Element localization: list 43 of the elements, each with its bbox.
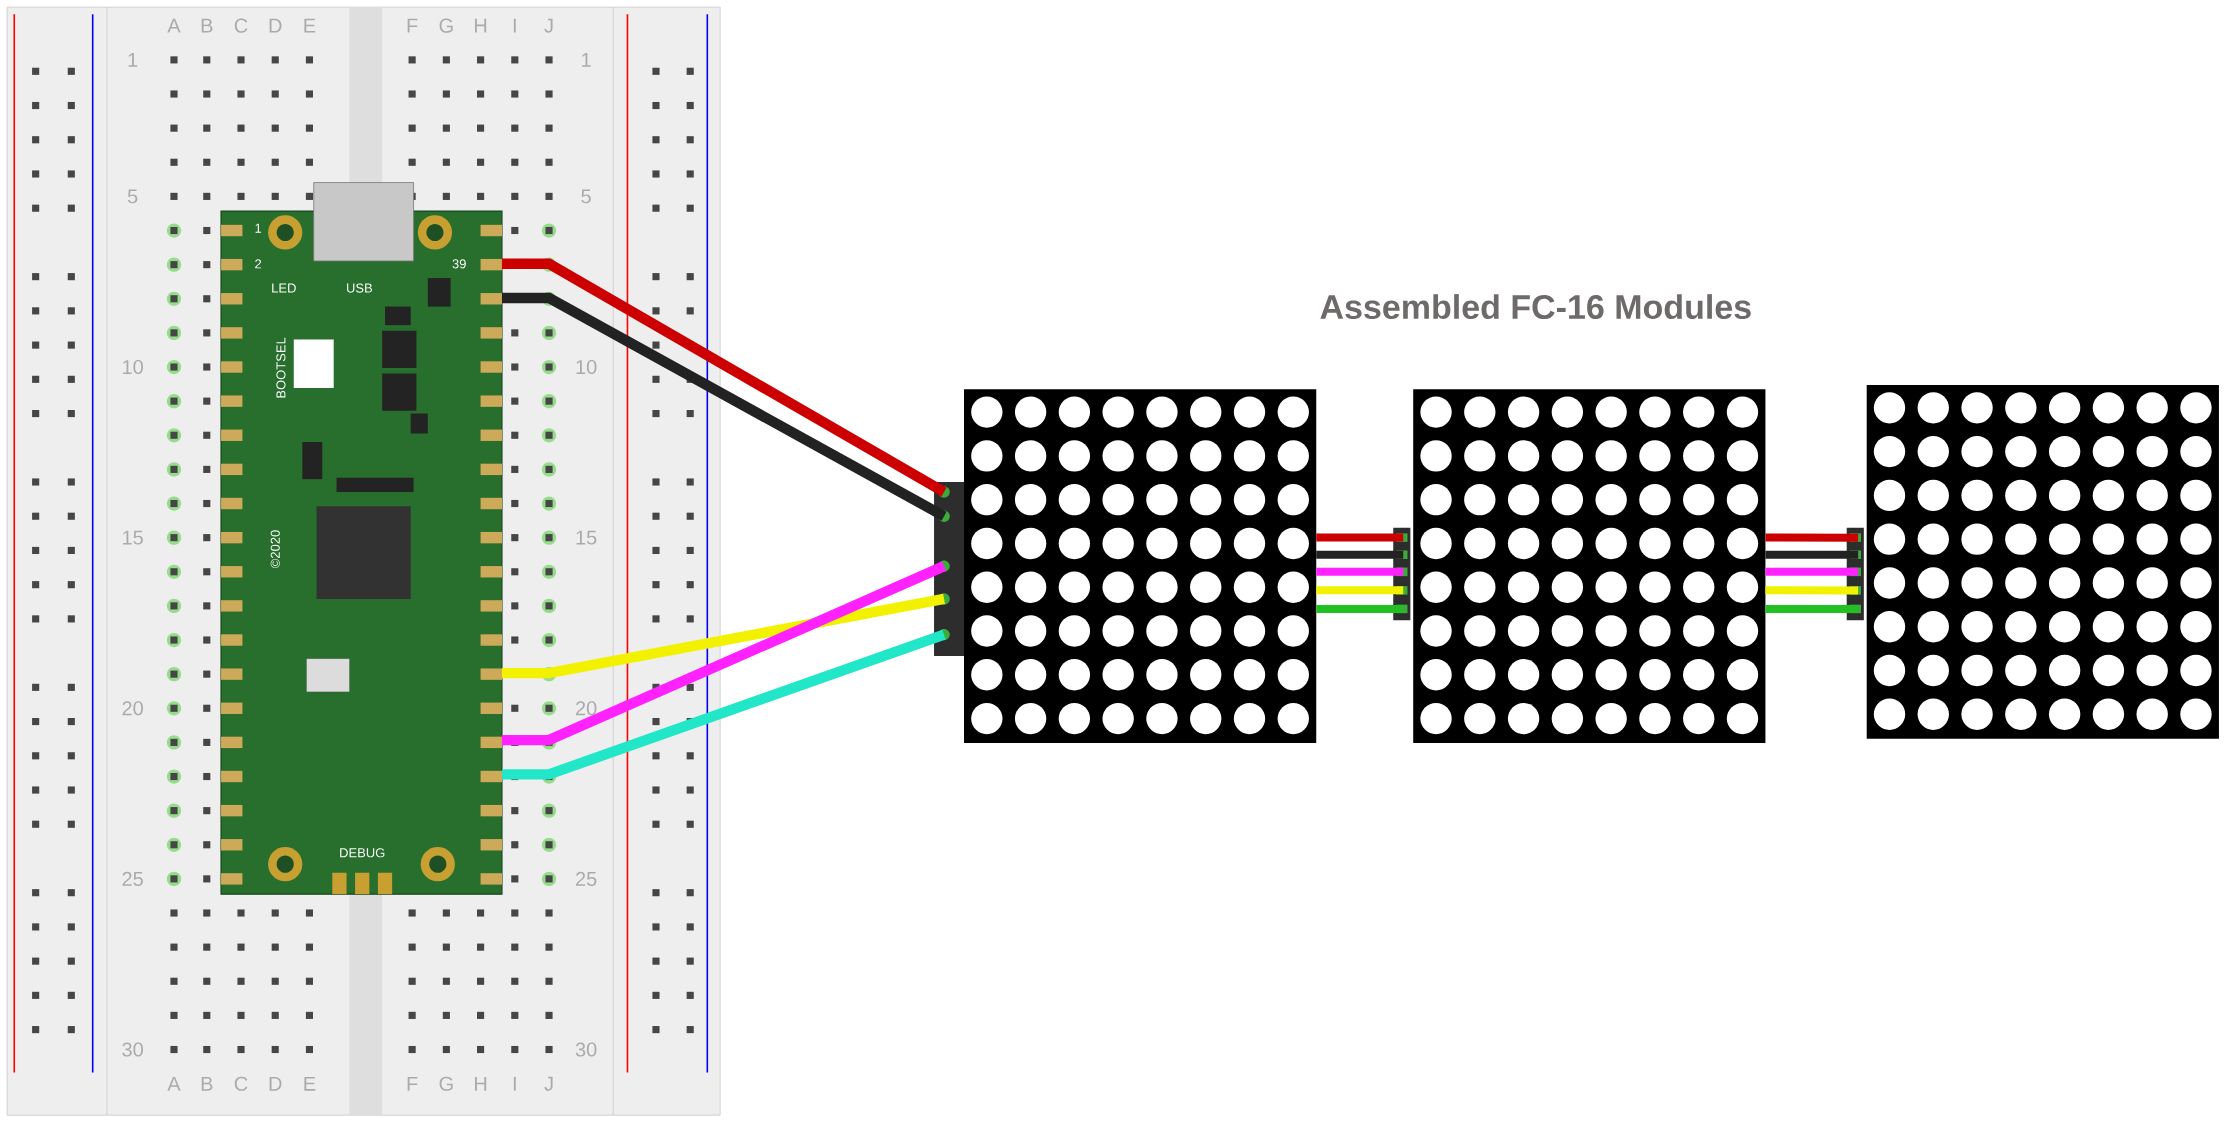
led-matrix-drawing (1846, 384, 2219, 739)
row-number: 30 (122, 1042, 143, 1057)
column-letter: J (544, 1076, 553, 1091)
column-letter: C (234, 18, 248, 33)
led-matrix-drawing (934, 389, 1317, 743)
wire (501, 629, 946, 780)
wire (501, 258, 947, 497)
row-number: 1 (128, 52, 138, 67)
led-matrix-drawing (1393, 389, 1766, 743)
row-number: 10 (576, 359, 597, 375)
row-number: 1 (582, 52, 591, 67)
column-letter: I (513, 1076, 516, 1091)
column-letter: J (544, 18, 553, 33)
row-number: 25 (122, 871, 143, 886)
row-number: 15 (576, 530, 597, 545)
column-letter: C (234, 1076, 248, 1091)
column-letter: B (201, 18, 213, 33)
column-letter: D (269, 18, 282, 33)
wire (501, 292, 947, 521)
column-letter: I (513, 18, 516, 33)
row-number: 30 (575, 1042, 597, 1057)
column-letter: F (407, 1076, 418, 1091)
row-number: 10 (123, 359, 143, 375)
column-letter: A (167, 18, 181, 33)
column-letter: B (201, 1076, 213, 1091)
column-letter: G (439, 18, 453, 33)
row-number: 25 (576, 871, 597, 886)
column-letter: D (269, 1076, 282, 1091)
column-letter: E (304, 18, 316, 33)
title: Assembled FC-16 Modules (1320, 294, 1751, 320)
column-letter: H (475, 18, 487, 33)
column-letter: A (167, 1076, 181, 1091)
column-letter: E (304, 1076, 316, 1091)
column-letter: F (407, 18, 418, 33)
column-letter: H (475, 1076, 487, 1091)
row-number: 5 (127, 189, 138, 204)
column-letter: G (439, 1076, 453, 1091)
row-number: 20 (576, 701, 597, 716)
row-number: 5 (581, 189, 591, 204)
row-number: 20 (122, 701, 143, 716)
wire (501, 561, 947, 746)
row-number: 15 (123, 530, 143, 545)
wire (501, 593, 946, 679)
